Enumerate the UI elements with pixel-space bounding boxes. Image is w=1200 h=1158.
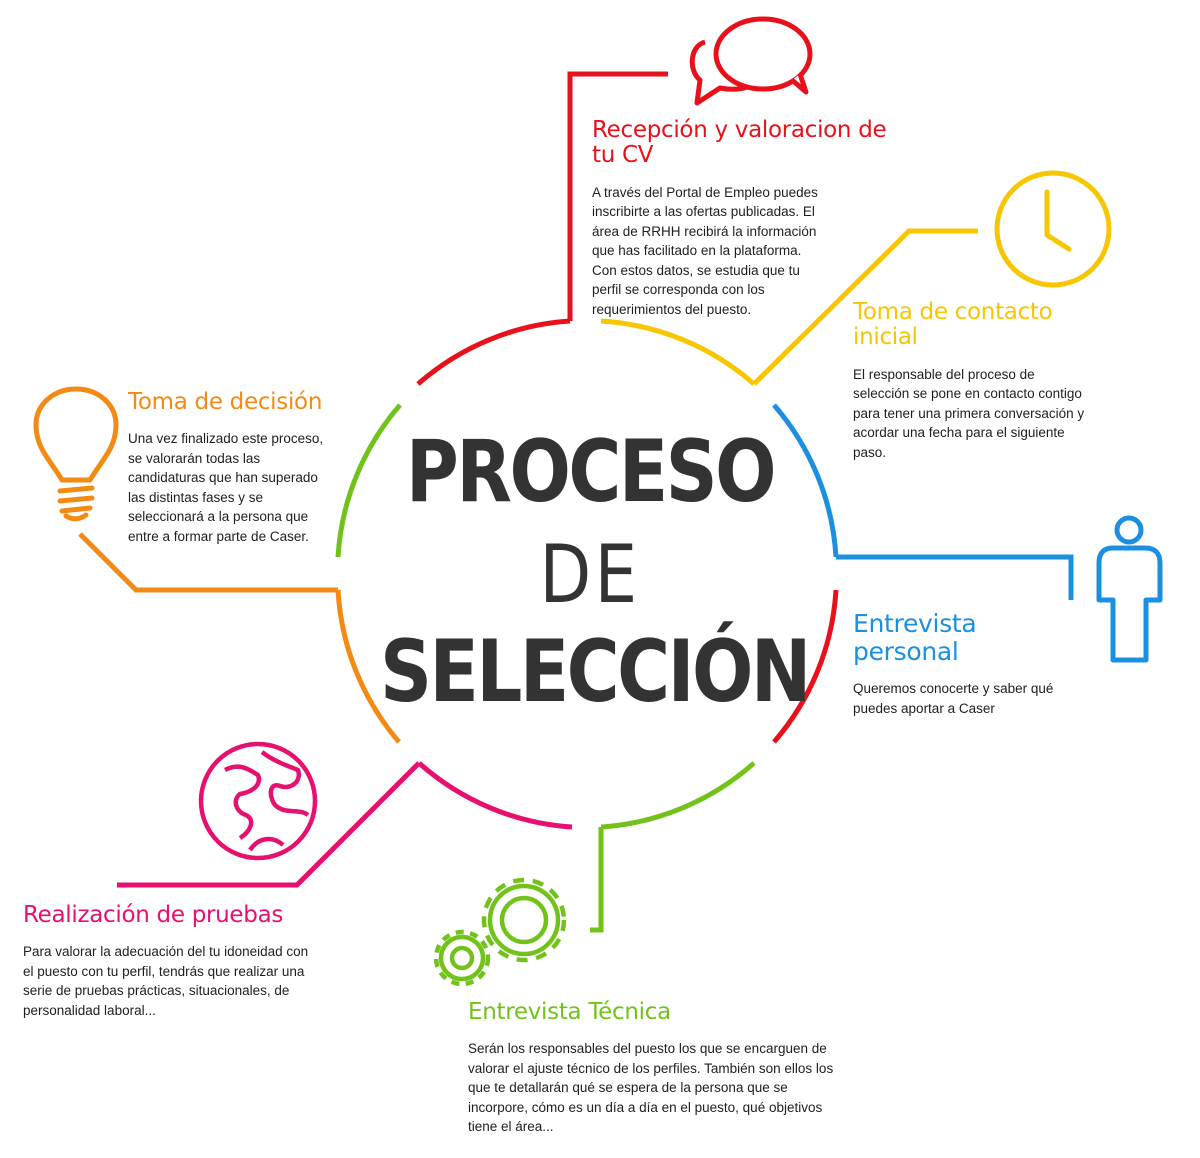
ring-arc-orange — [335, 589, 401, 744]
person-icon — [1096, 515, 1163, 663]
step-description: A través del Portal de Empleo puedes ins… — [592, 184, 818, 317]
step-technical-interview: Entrevista Técnica Serán los responsable… — [468, 999, 848, 1137]
lightbulb-icon — [33, 386, 119, 522]
step-title: Toma de decisión — [128, 389, 323, 415]
step-title: Toma de contacto inicial — [853, 299, 1053, 351]
step-description: Para valorar la adecuación del tu idonei… — [23, 944, 309, 1018]
step-title: Recepción y valoracion de tu CV — [592, 117, 887, 169]
step-title: Entrevista personal — [853, 609, 977, 666]
step-personal-interview: Entrevista personal Queremos conocerte y… — [853, 610, 1083, 718]
step-description: Una vez finalizado este proceso, se valo… — [128, 431, 324, 544]
clock-icon — [994, 170, 1112, 288]
ring-arc-yellow — [600, 318, 756, 386]
step-title: Realización de pruebas — [23, 902, 284, 928]
gears-icon — [433, 877, 567, 987]
ring-arc-green-bottom — [600, 761, 756, 830]
ring-arc-blue — [772, 403, 839, 558]
connector-green — [590, 827, 604, 933]
title-line-seleccion: SELECCIÓN — [380, 622, 811, 722]
connector-orange — [78, 532, 338, 593]
connector-pink — [117, 761, 421, 888]
ring-arc-red-top — [416, 318, 571, 386]
ring-arc-red-right — [772, 589, 839, 744]
ring-arc-green-left — [335, 403, 402, 558]
ring-arc-pink — [417, 761, 573, 830]
step-tests: Realización de pruebas Para valorar la a… — [23, 902, 323, 1020]
step-initial-contact: Toma de contacto inicial El responsable … — [853, 299, 1103, 462]
globe-icon — [198, 741, 318, 861]
step-title: Entrevista Técnica — [468, 999, 671, 1025]
step-description: Queremos conocerte y saber qué puedes ap… — [853, 681, 1054, 716]
title-line-proceso: PROCESO — [405, 422, 777, 522]
connector-yellow — [752, 228, 978, 386]
step-description: El responsable del proceso de selección … — [853, 366, 1085, 460]
speech-bubbles-icon — [689, 16, 813, 106]
step-decision: Toma de decisión Una vez finalizado este… — [128, 389, 328, 546]
step-description: Serán los responsables del puesto los qu… — [468, 1041, 834, 1135]
connector-red — [567, 71, 668, 321]
connector-blue — [836, 554, 1074, 600]
step-cv-reception: Recepción y valoracion de tu CV A través… — [592, 117, 902, 319]
title-line-de: DE — [539, 528, 641, 621]
